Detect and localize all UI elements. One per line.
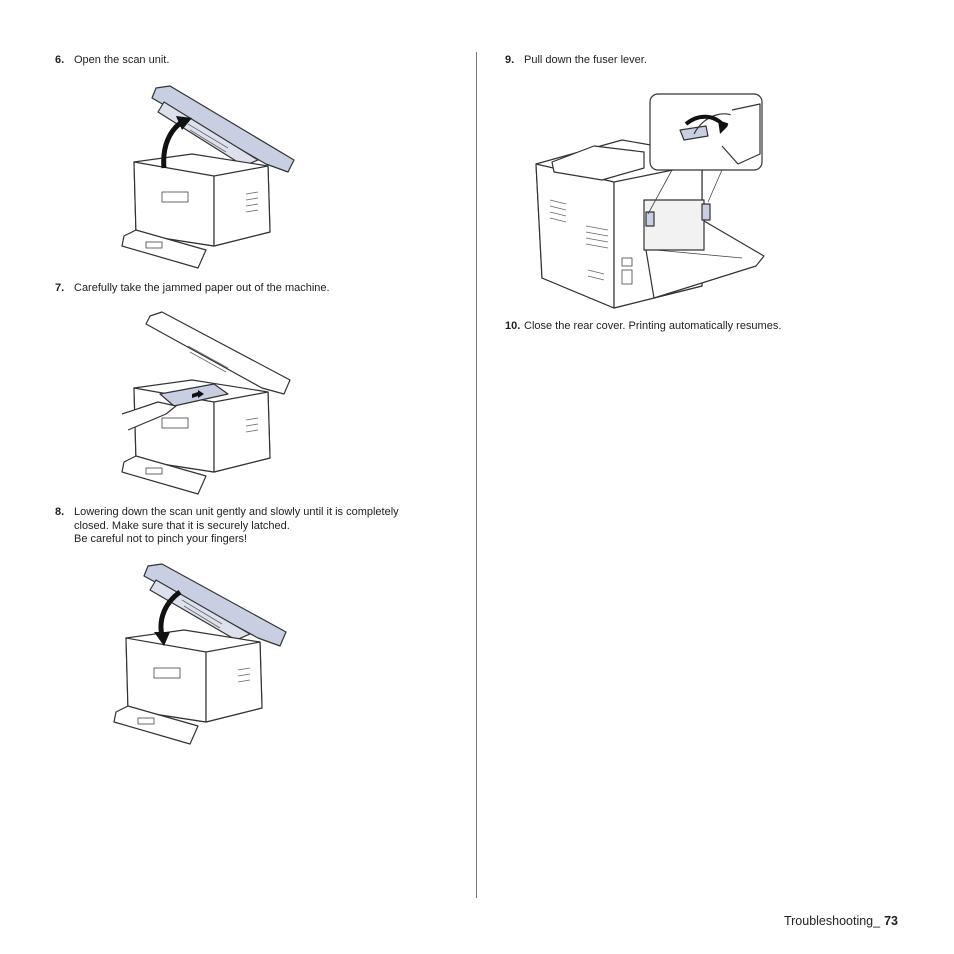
step-text: Open the scan unit. [74, 54, 170, 66]
step-number: 6. [55, 54, 65, 66]
section-name: Troubleshooting_ [783, 914, 881, 928]
printer-remove-paper-illustration [121, 311, 291, 495]
step-10: 10.Close the rear cover. Printing automa… [505, 320, 781, 334]
column-divider [476, 52, 477, 898]
step-text-line-1: Lowering down the scan unit gently and s… [74, 506, 399, 518]
step-number: 7. [55, 282, 65, 294]
step-number: 10. [505, 320, 521, 332]
step-text: Carefully take the jammed paper out of t… [74, 282, 330, 294]
step-number: 8. [55, 506, 65, 518]
step-text-line-3: Be careful not to pinch your fingers! [74, 533, 248, 545]
step-7: 7. Carefully take the jammed paper out of… [55, 282, 330, 296]
step-8: 8. Lowering down the scan unit gently and… [55, 506, 399, 547]
step-text-line-2: closed. Make sure that it is securely la… [74, 519, 290, 532]
page-footer: Troubleshooting_73 [784, 914, 898, 928]
step-text: Pull down the fuser lever. [524, 54, 647, 66]
step-text: Close the rear cover. Printing automatic… [524, 320, 782, 332]
printer-fuser-lever-illustration [535, 93, 765, 309]
page-number: 73 [884, 914, 898, 928]
step-9: 9. Pull down the fuser lever. [505, 54, 647, 68]
step-6: 6. Open the scan unit. [55, 54, 169, 68]
printer-scan-unit-open-illustration [121, 85, 295, 269]
printer-close-scan-unit-illustration [113, 563, 287, 745]
step-number: 9. [505, 54, 515, 66]
